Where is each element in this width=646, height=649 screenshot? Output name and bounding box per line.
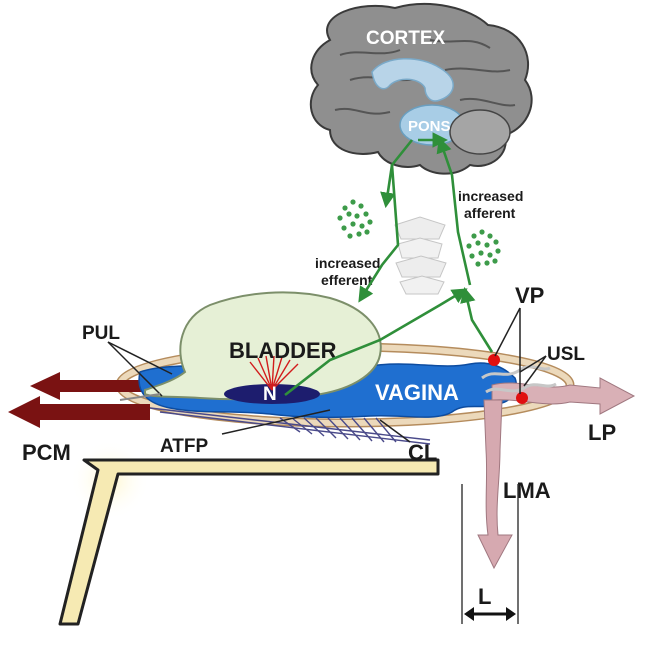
afferent-label-line2: afferent [464,205,516,221]
pul-pointer-1 [107,341,163,397]
afferent-dots [466,229,501,267]
bladder-neck [224,384,320,404]
cl-pointer [379,419,411,443]
lma-arrow [477,399,513,570]
stretch-receptor-arrows [249,355,299,391]
vp-dot-2 [516,392,528,404]
afferent-path-bladder [284,288,468,397]
l-label: L [478,584,491,609]
cl-label: CL [408,440,437,465]
efferent-label-line1: increased [315,255,380,271]
lma-label: LMA [503,478,551,503]
atfp-pointer [221,409,331,435]
cerebellum [449,109,511,155]
efferent-path [358,139,414,303]
efferent-label-line2: efferent [321,272,373,288]
lp-label: LP [588,420,616,445]
vp-label: VP [515,283,544,308]
l-arrow-right-icon [506,607,516,621]
pcm-arrows [8,372,150,428]
vagina-label: VAGINA [375,380,459,405]
usl-pointer-1 [519,355,547,373]
bladder-label: BLADDER [229,338,337,363]
afferent-label-line1: increased [458,188,523,204]
l-arrow-left-icon [464,607,474,621]
efferent-dots [337,199,373,239]
vp-dot-1 [488,354,500,366]
brain [309,3,533,175]
bladder [144,291,382,401]
spine-icon [394,216,447,295]
atfp-label: ATFP [160,436,209,457]
pul-pointer-2 [107,341,173,375]
pons-label: PONS [408,118,451,135]
n-label: N [263,384,277,405]
afferent-path-usl [460,286,494,353]
ligament-fibres [149,407,431,445]
efferent-arrow-1 [380,164,396,209]
vp-pointer-1 [494,307,521,357]
pcm-label: PCM [22,440,71,465]
pul-ligament [119,393,161,401]
pul-label: PUL [82,323,120,344]
usl-label: USL [547,344,585,365]
cortex-label: CORTEX [366,28,446,49]
usl-pointer-2 [523,355,547,387]
pubic-bone [58,458,440,626]
afferent-path-up [436,137,472,286]
nerve-pathways [284,132,494,397]
